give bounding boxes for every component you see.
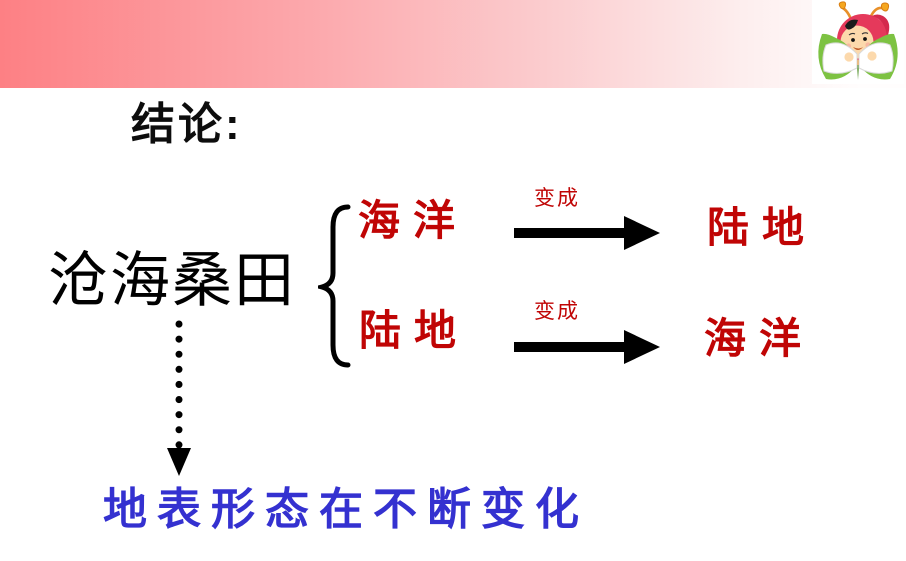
row1-arrow-label: 变成 xyxy=(534,186,580,210)
row1-from: 海洋 xyxy=(358,199,469,245)
row2-arrow-label: 变成 xyxy=(534,299,580,323)
row2-arrow-icon xyxy=(514,328,660,366)
top-gradient-banner xyxy=(0,0,906,88)
row1-to: 陆地 xyxy=(707,206,818,252)
conclusion-text: 地表形态在不断变化 xyxy=(103,485,589,534)
slide-title: 结论: xyxy=(131,100,243,149)
term-text: 沧海桑田 xyxy=(48,248,296,314)
dotted-down-arrow-icon xyxy=(161,316,197,478)
row1-arrow-icon xyxy=(514,214,660,252)
left-brace-icon xyxy=(312,203,352,369)
mascot-icon xyxy=(812,0,904,84)
row2-to: 海洋 xyxy=(704,317,815,363)
row2-from: 陆地 xyxy=(359,309,470,355)
